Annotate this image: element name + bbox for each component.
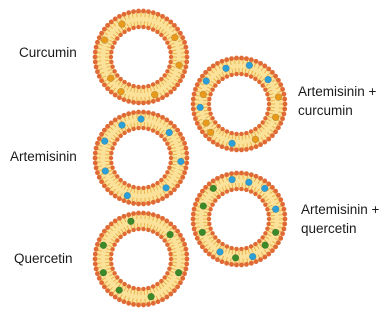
artemisinin-molecule [177, 158, 184, 165]
artemisinin-molecule [246, 62, 253, 69]
artemisinin-molecule [101, 138, 108, 145]
artemisinin-molecule [203, 78, 210, 85]
curcumin-molecule [101, 37, 108, 44]
label-artemisinin-curcumin: Artemisinin + curcumin [298, 82, 376, 120]
artemisinin-molecule [265, 76, 272, 83]
quercetin-molecule [116, 287, 123, 294]
artemisinin-molecule [272, 206, 279, 213]
curcumin-liposome [93, 9, 190, 106]
curcumin-molecule [200, 91, 207, 98]
curcumin-molecule [272, 114, 279, 121]
quercetin-molecule [128, 218, 135, 225]
curcumin-molecule [119, 21, 126, 28]
artemisinin-liposome [93, 110, 190, 207]
artemisinin-molecule [261, 185, 268, 192]
artemisinin-molecule [138, 116, 145, 123]
quercetin-molecule [232, 254, 239, 261]
artemisinin-molecule [119, 122, 126, 129]
artemisinin-molecule [245, 179, 252, 186]
artemisinin-molecule [229, 176, 236, 183]
artemisinin-molecule [166, 129, 173, 136]
artemisinin-molecule [124, 192, 131, 199]
quercetin-molecule [167, 231, 174, 238]
quercetin-molecule [200, 203, 207, 210]
curcumin-molecule [176, 62, 183, 69]
artemisinin-molecule [102, 168, 109, 175]
quercetin-molecule [148, 293, 155, 300]
artemisinin-molecule [217, 249, 224, 256]
curcumin-molecule [107, 75, 114, 82]
quercetin-liposome [93, 211, 190, 308]
quercetin-molecule [210, 185, 217, 192]
label-curcumin: Curcumin [19, 43, 77, 62]
quercetin-molecule [100, 269, 107, 276]
quercetin-molecule [199, 229, 206, 236]
curcumin-molecule [171, 34, 178, 41]
curcumin-molecule [203, 120, 210, 127]
label-quercetin: Quercetin [14, 249, 73, 268]
label-artemisinin-quercetin: Artemisinin + quercetin [301, 200, 379, 238]
artemisinin-molecule [229, 140, 236, 147]
quercetin-molecule [175, 269, 182, 276]
curcumin-molecule [252, 136, 259, 143]
curcumin-molecule [275, 94, 282, 101]
quercetin-molecule [262, 242, 269, 249]
curcumin-molecule [151, 91, 158, 98]
label-artemisinin: Artemisinin [10, 147, 77, 166]
artemisinin-molecule [197, 104, 204, 111]
quercetin-molecule [272, 229, 279, 236]
artemisinin-curcumin-liposome [191, 56, 288, 153]
curcumin-molecule [118, 88, 125, 95]
artemisinin-quercetin-liposome [191, 171, 288, 268]
artemisinin-molecule [223, 65, 230, 72]
artemisinin-molecule [163, 184, 170, 191]
quercetin-molecule [100, 242, 107, 249]
curcumin-molecule [207, 129, 214, 136]
artemisinin-molecule [249, 253, 256, 260]
